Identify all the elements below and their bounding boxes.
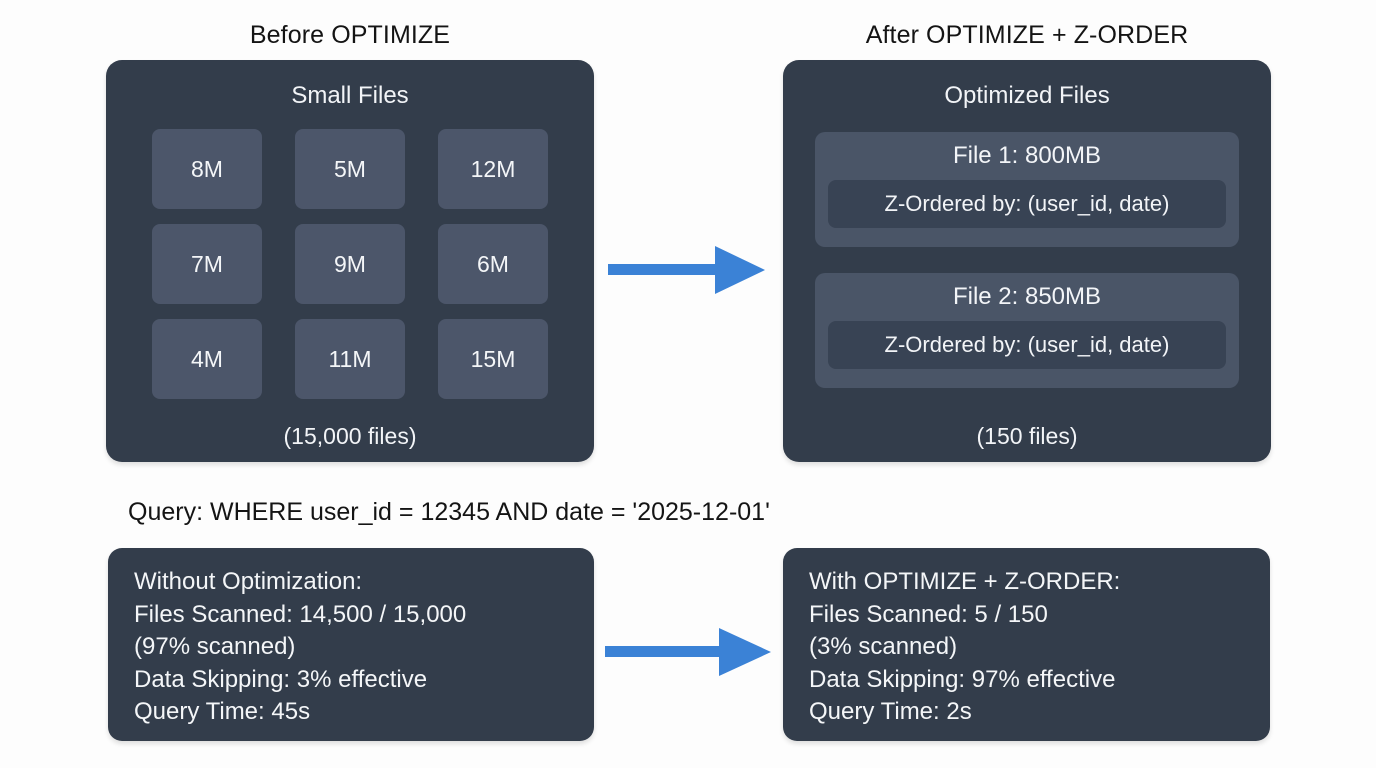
arrow-right-icon [605, 622, 775, 682]
result-line: Files Scanned: 14,500 / 15,000 [134, 600, 467, 628]
file-chip: 7M [152, 224, 262, 304]
file-chip: 8M [152, 129, 262, 209]
before-optimize-panel: Small Files 8M 5M 12M 7M 9M 6M 4M 11M 15… [106, 60, 594, 462]
optimized-file-title: File 2: 850MB [952, 283, 1102, 310]
result-line: Files Scanned: 5 / 150 [809, 600, 1048, 628]
small-files-grid: 8M 5M 12M 7M 9M 6M 4M 11M 15M [152, 129, 548, 399]
result-line: Query Time: 2s [809, 698, 972, 725]
before-file-count: (15,000 files) [283, 423, 417, 449]
without-optimization-result: Without Optimization: Files Scanned: 14,… [108, 548, 594, 741]
result-line: Without Optimization: [134, 568, 363, 595]
result-line: Data Skipping: 97% effective [809, 665, 1116, 693]
file-chip: 12M [438, 129, 548, 209]
optimized-file-card: File 1: 800MB Z-Ordered by: (user_id, da… [815, 132, 1239, 247]
file-chip: 5M [295, 129, 405, 209]
result-line: Data Skipping: 3% effective [134, 665, 428, 693]
optimized-file-title: File 1: 800MB [952, 142, 1102, 169]
optimized-files-title: Optimized Files [944, 82, 1110, 109]
result-line: Query Time: 45s [134, 698, 311, 725]
arrow-right-icon [608, 240, 768, 300]
z-order-chip: Z-Ordered by: (user_id, date) [828, 321, 1226, 369]
after-optimize-heading: After OPTIMIZE + Z-ORDER [865, 21, 1189, 49]
small-files-title: Small Files [291, 82, 409, 109]
file-chip: 4M [152, 319, 262, 399]
before-optimize-heading: Before OPTIMIZE [249, 21, 451, 49]
result-line: With OPTIMIZE + Z-ORDER: [809, 568, 1121, 595]
after-file-count: (150 files) [976, 423, 1078, 449]
after-optimize-panel: Optimized Files File 1: 800MB Z-Ordered … [783, 60, 1271, 462]
file-chip: 15M [438, 319, 548, 399]
file-chip: 11M [295, 319, 405, 399]
file-chip: 9M [295, 224, 405, 304]
result-line: (3% scanned) [809, 633, 958, 660]
query-statement: Query: WHERE user_id = 12345 AND date = … [128, 498, 770, 526]
optimized-file-card: File 2: 850MB Z-Ordered by: (user_id, da… [815, 273, 1239, 388]
z-order-chip: Z-Ordered by: (user_id, date) [828, 180, 1226, 228]
result-line: (97% scanned) [134, 633, 296, 660]
with-optimization-result: With OPTIMIZE + Z-ORDER: Files Scanned: … [783, 548, 1270, 741]
file-chip: 6M [438, 224, 548, 304]
